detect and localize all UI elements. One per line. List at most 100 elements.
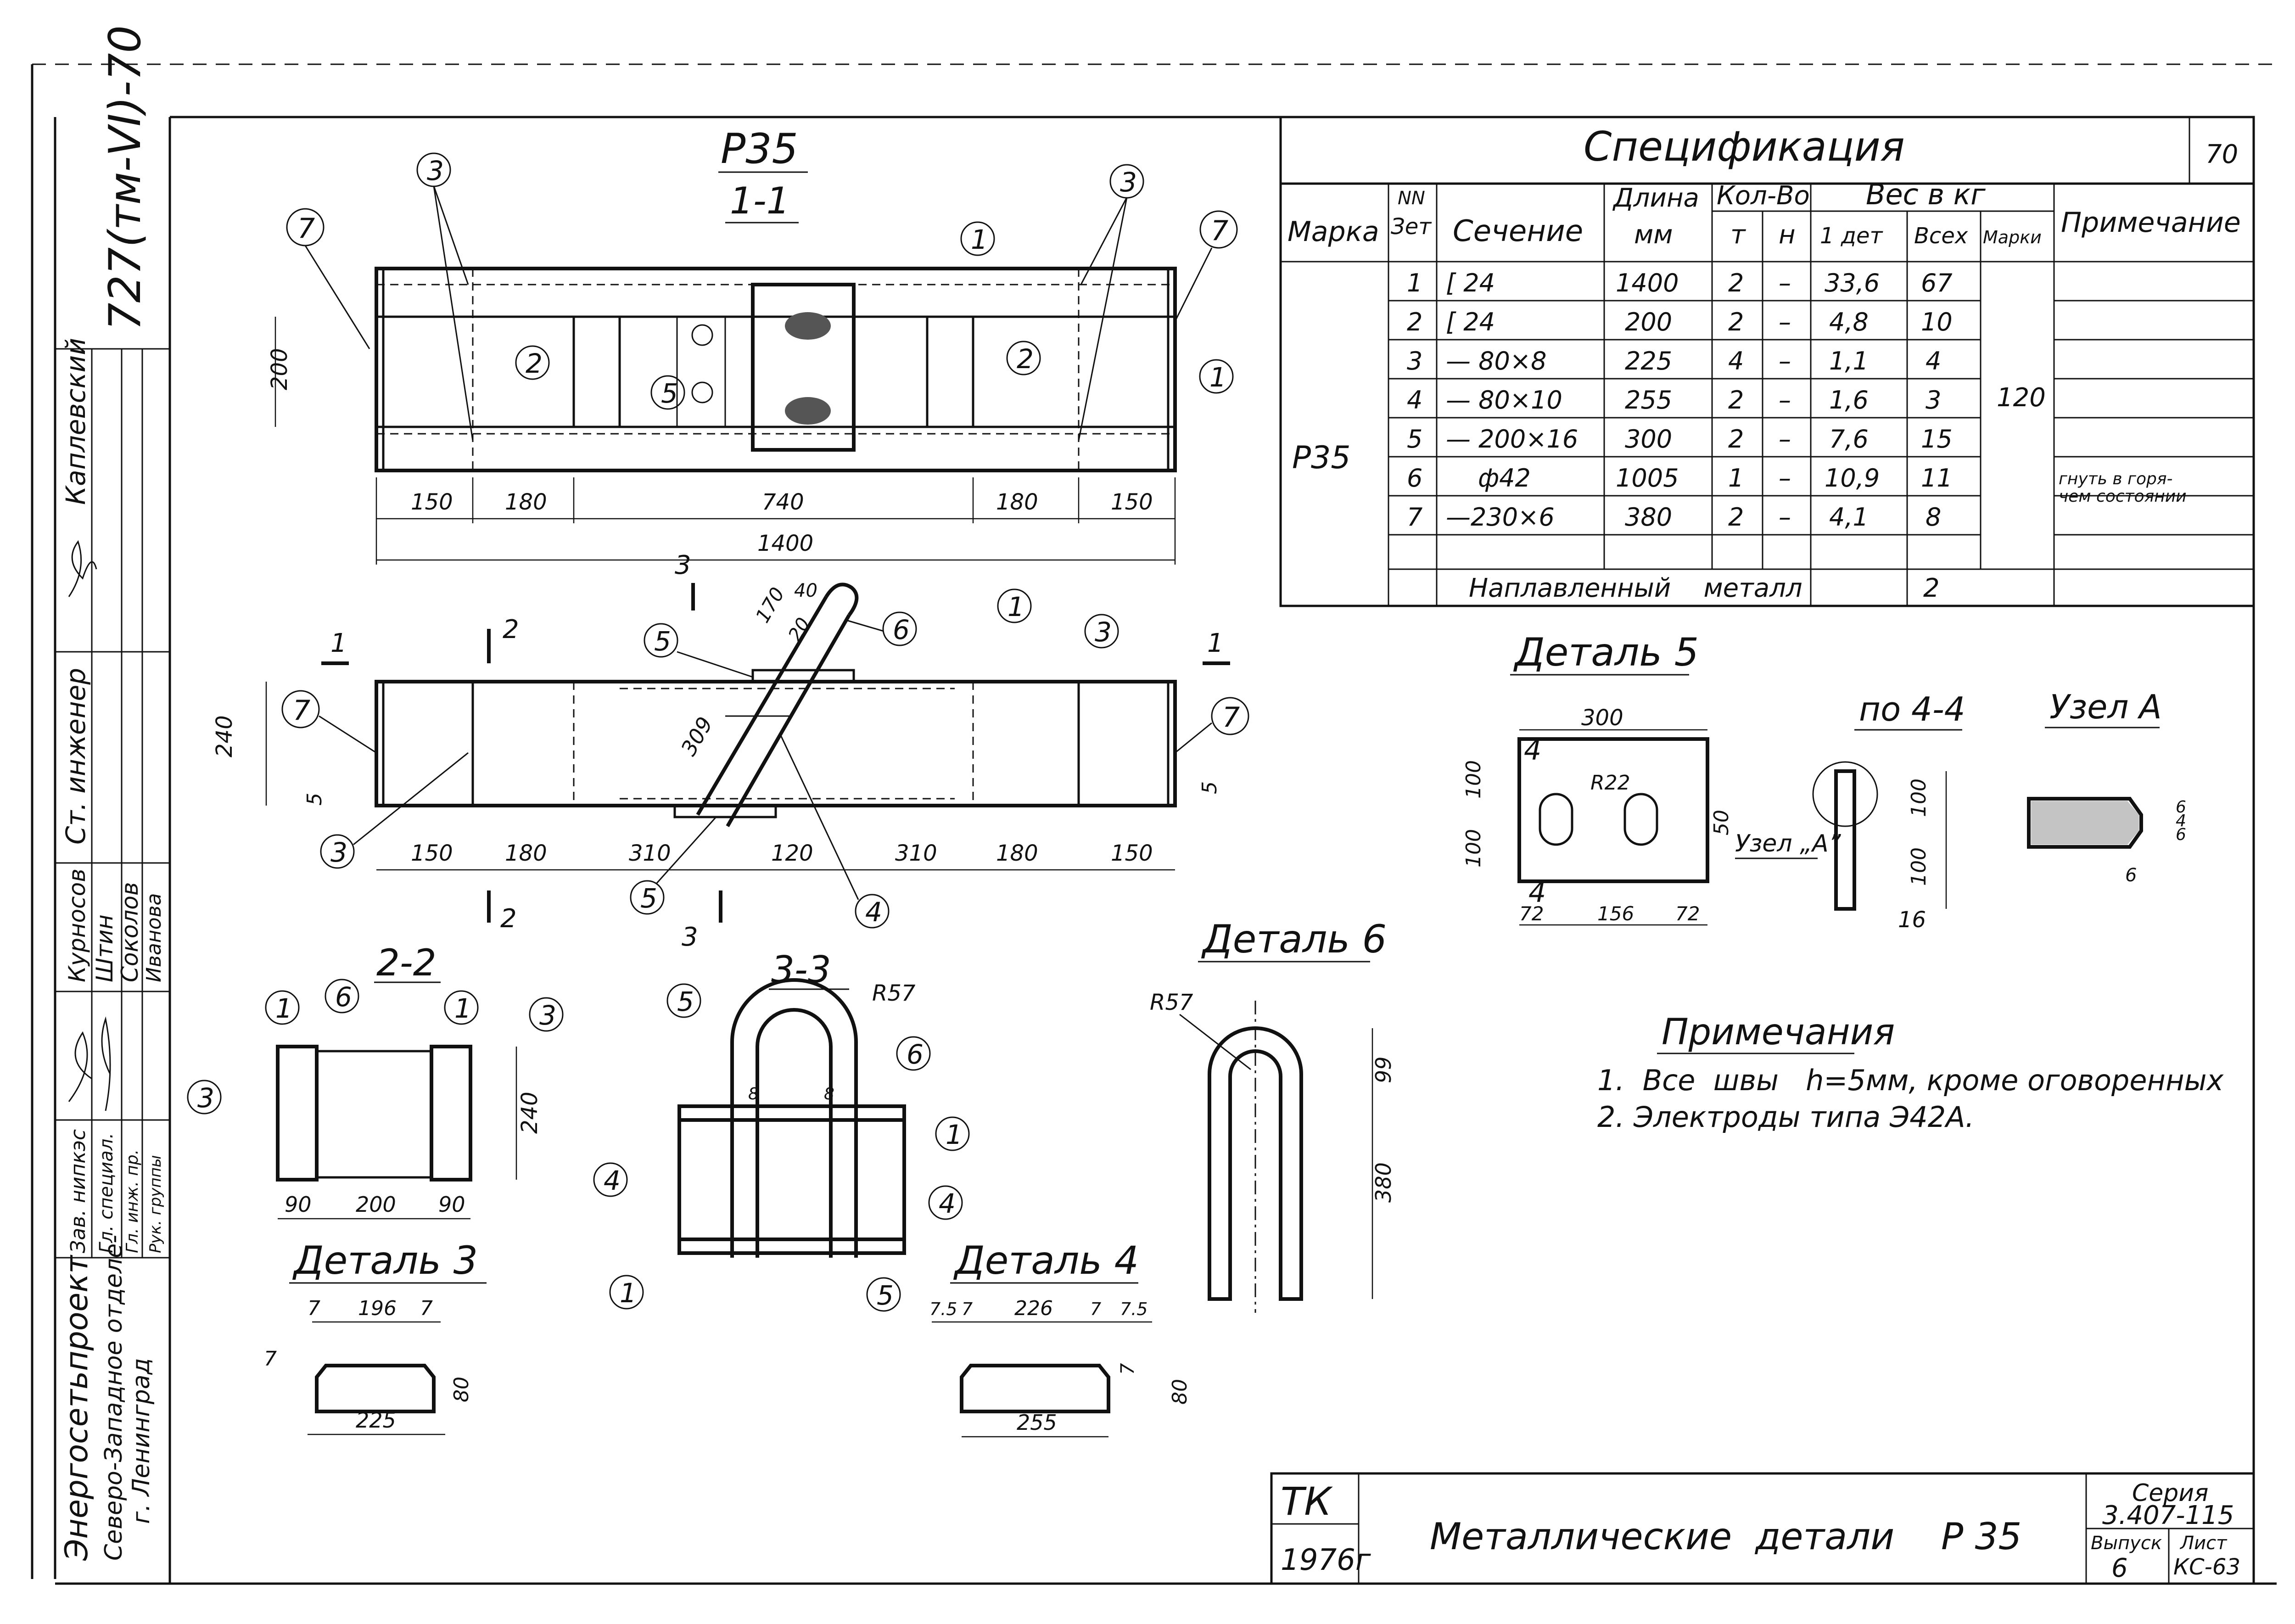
top-dim-180-b: 180: [996, 489, 1038, 515]
d5-dim-156: 156: [1597, 902, 1634, 925]
section-2-2: 2-2 1 6 1 3 3 240 90 200 90: [187, 941, 564, 1220]
spec-cell-h: –: [1779, 308, 1791, 336]
stamp-sheet-label: Лист: [2179, 1533, 2228, 1554]
front-dim-309: 309: [676, 712, 718, 760]
spec-cell-w1: 33,6: [1825, 269, 1880, 297]
spec-weld-label: Наплавленный металл: [1469, 573, 1802, 603]
signature-2: [68, 1031, 92, 1102]
front-dim-170: 170: [751, 583, 789, 627]
spec-row-7: 7 —230×6 380 2 – 4,1 8: [1407, 503, 1941, 532]
stamp-series-label: Серия: [2132, 1479, 2208, 1507]
spec-cell-h: –: [1779, 347, 1791, 375]
spec-cell-wall: 4: [1926, 347, 1941, 375]
spec-cell-t: 1: [1728, 464, 1744, 493]
side-role-3: Гл. инж. пр.: [123, 1149, 142, 1253]
section-3-3-title: 3-3: [771, 948, 831, 991]
spec-cell-wall: 11: [1921, 464, 1953, 493]
d4-dim-7-b: 7: [1090, 1299, 1101, 1319]
front-dim-150-a: 150: [411, 840, 453, 866]
front-dim-150-b: 150: [1111, 840, 1153, 866]
d4-dim-226: 226: [1014, 1297, 1053, 1320]
title-block: ТК 1976г Металлические детали Р 35 Серия…: [1270, 1472, 2255, 1585]
spec-cell-wall: 67: [1921, 269, 1953, 297]
spec-cell-n: 3: [1407, 347, 1422, 375]
section-2-2-title: 2-2: [376, 941, 437, 984]
mark-2-bottom: 2: [500, 904, 517, 934]
spec-cell-section: — 80×8: [1446, 347, 1546, 375]
spec-cell-h: –: [1779, 464, 1791, 493]
s33-callout-1-a: 1: [620, 1277, 637, 1309]
s33-callout-5-a: 5: [677, 986, 694, 1017]
spec-cell-t: 2: [1728, 503, 1744, 532]
d6-dim-99: 99: [1371, 1056, 1396, 1083]
spec-cell-section: [ 24: [1446, 269, 1495, 297]
spec-cell-h: –: [1779, 386, 1791, 414]
s33-dim-r57: R57: [872, 980, 916, 1006]
front-callout-3-a: 3: [1095, 616, 1112, 648]
node-a-dim-6-a: 6: [2176, 798, 2186, 817]
spec-cell-wall: 15: [1921, 425, 1953, 454]
view-front: 5 6 1 3 7 7 3 5 4 1 1 2 2 3 3: [212, 550, 1249, 952]
side-stamp: 727(тм-VI)-70 Каплевский Ст. инженер Кур…: [55, 25, 170, 1561]
s22-dim-90-a: 90: [285, 1192, 312, 1217]
stamp-issue-label: Выпуск: [2091, 1533, 2162, 1554]
callout-3-b: 3: [1120, 167, 1137, 198]
d3-dim-196: 196: [358, 1297, 397, 1320]
spec-cell-n: 6: [1407, 464, 1422, 493]
s33-callout-4-a: 4: [604, 1165, 621, 1196]
spec-cell-wall: 3: [1926, 386, 1941, 414]
spec-cell-h: –: [1779, 425, 1791, 454]
spec-cell-n: 5: [1407, 425, 1422, 454]
spec-row-2: 2 [ 24 200 2 – 4,8 10: [1407, 308, 1953, 336]
spec-cell-section: [ 24: [1446, 308, 1495, 336]
spec-cell-length: 200: [1625, 308, 1672, 336]
spec-cell-w1: 1,1: [1829, 347, 1869, 375]
stamp-year: 1976г: [1281, 1543, 1371, 1577]
stamp-sheet-value: КС-63: [2173, 1554, 2240, 1580]
front-dim-height: 240: [212, 715, 237, 757]
notes-title: Примечания: [1662, 1012, 1895, 1053]
front-dim-20: 20: [784, 614, 814, 645]
section-1-1-title: 1-1: [730, 179, 790, 222]
spec-cell-t: 2: [1728, 386, 1744, 414]
node-a-dim-6-b: 6: [2176, 825, 2186, 844]
s22-callout-1-a: 1: [275, 993, 292, 1024]
spec-h-det: Зет: [1391, 214, 1432, 240]
front-callout-5-b: 5: [640, 883, 657, 914]
detail3-title: Деталь 3: [292, 1238, 478, 1283]
side-role-2: Гл. специал.: [96, 1133, 117, 1253]
spec-cell-w1: 4,1: [1829, 503, 1869, 532]
spec-table: Спецификация 70 Марка NN Зет Сечение Дли…: [1279, 116, 2255, 607]
front-callout-7-a: 7: [293, 694, 310, 727]
spec-cell-t: 2: [1728, 425, 1744, 454]
top-dim-total: 1400: [757, 531, 813, 556]
front-dim-120: 120: [771, 840, 813, 866]
detail-3: Деталь 3 7 196 7 225 7 80: [264, 1238, 487, 1435]
drawing-mark-title: Р35: [721, 125, 798, 173]
spec-cell-w1: 1,6: [1829, 386, 1869, 414]
v44-dim-100-a: 100: [1907, 778, 1931, 817]
side-name-4: Иванова: [142, 893, 166, 982]
front-callout-4: 4: [865, 896, 882, 928]
d3-dim-225: 225: [356, 1408, 396, 1433]
spec-row-1: 1 [ 24 1400 2 – 33,6 67: [1407, 269, 1953, 297]
front-callout-1: 1: [1008, 591, 1024, 622]
spec-title: Спецификация: [1584, 123, 1905, 170]
side-role-check: Каплевский: [60, 338, 91, 505]
side-role-engineer: Ст. инженер: [60, 668, 91, 845]
spec-h-section: Сечение: [1453, 214, 1583, 248]
node-a: Узел А 6 4 6 6: [2027, 688, 2186, 886]
mark-1-right: 1: [1207, 628, 1224, 658]
spec-cell-t: 2: [1728, 308, 1744, 336]
side-role-4: Рук. группы: [146, 1155, 165, 1253]
stamp-tk: ТК: [1281, 1479, 1333, 1524]
spec-cell-section: — 200×16: [1446, 425, 1578, 454]
callout-2-a: 2: [526, 348, 543, 379]
front-callout-7-b: 7: [1222, 701, 1240, 734]
view-top-1-1: Р35 1-1 3 3 7 7 1: [267, 125, 1238, 565]
front-dim-180-b: 180: [996, 840, 1038, 866]
d5-dim-72-a: 72: [1519, 902, 1544, 925]
spec-total-weight: 120: [1997, 383, 2046, 413]
spec-cell-length: 255: [1625, 386, 1672, 414]
